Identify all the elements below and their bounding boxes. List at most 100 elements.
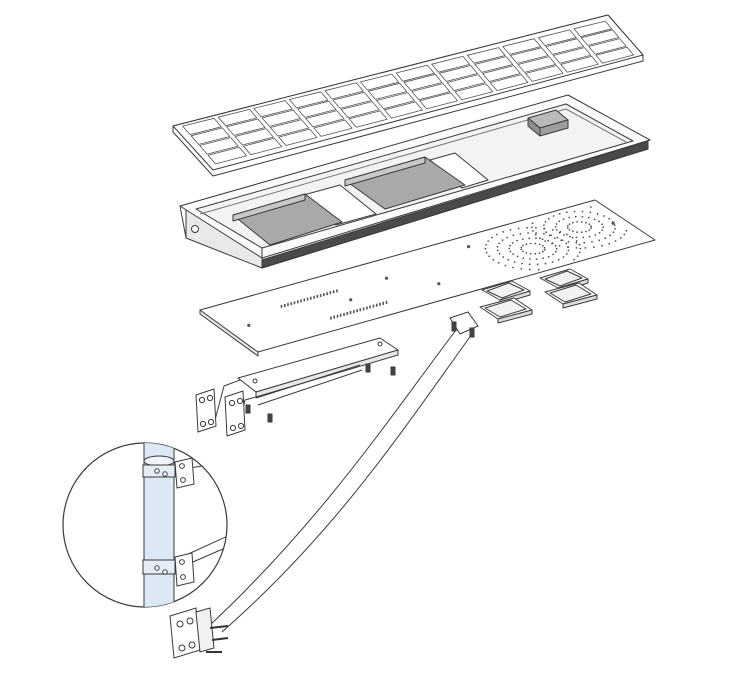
solar-cell bbox=[482, 65, 521, 82]
mounting-hole bbox=[384, 276, 389, 280]
led-hole bbox=[520, 246, 523, 249]
led-hole bbox=[558, 220, 561, 223]
led-hole bbox=[512, 234, 515, 237]
led-hole bbox=[574, 215, 577, 218]
led-hole bbox=[535, 237, 537, 240]
solar-cell bbox=[269, 119, 310, 137]
led-hole bbox=[543, 248, 546, 251]
led-hole bbox=[535, 226, 537, 229]
solar-cell bbox=[466, 47, 506, 64]
led-hole bbox=[585, 230, 587, 233]
solar-cell bbox=[226, 118, 266, 136]
clamp-bolt bbox=[186, 617, 194, 625]
led-hole bbox=[313, 295, 315, 299]
solar-cell bbox=[368, 82, 408, 100]
solar-cell bbox=[525, 65, 564, 82]
led-hole bbox=[509, 250, 512, 253]
led-hole bbox=[608, 217, 610, 220]
led-hole bbox=[485, 243, 487, 246]
led-hole bbox=[588, 235, 591, 238]
bracket-plate-edge bbox=[255, 349, 399, 398]
driver-module-lid bbox=[549, 284, 592, 303]
led-hole bbox=[573, 210, 576, 213]
led-plate-edge bbox=[199, 309, 259, 357]
led-hole bbox=[310, 296, 312, 300]
clamp-bolt bbox=[237, 422, 245, 430]
led-hole bbox=[593, 246, 595, 249]
led-hole bbox=[349, 311, 352, 314]
led-hole bbox=[581, 210, 584, 213]
solar-cell bbox=[278, 128, 318, 146]
clamp-bolt bbox=[180, 574, 186, 580]
led-hole bbox=[590, 225, 592, 228]
screw bbox=[245, 404, 251, 414]
led-hole bbox=[569, 235, 571, 238]
solar-cell bbox=[411, 83, 451, 101]
solar-cell bbox=[313, 119, 353, 137]
led-hole bbox=[594, 234, 597, 236]
solar-cell bbox=[190, 127, 231, 145]
led-hole bbox=[593, 218, 596, 221]
led-hole bbox=[509, 229, 512, 231]
led-hole bbox=[512, 266, 514, 269]
led-hole bbox=[567, 241, 570, 243]
led-hole bbox=[316, 294, 319, 298]
led-hole bbox=[541, 238, 544, 241]
solar-cell bbox=[509, 47, 549, 64]
led-hole bbox=[598, 239, 601, 242]
led-hole bbox=[584, 247, 587, 249]
led-hole bbox=[484, 247, 487, 250]
led-hole bbox=[538, 243, 541, 246]
led-driver-modules bbox=[479, 268, 598, 324]
led-hole bbox=[512, 253, 514, 256]
led-hole bbox=[346, 312, 349, 315]
led-hole bbox=[560, 239, 563, 242]
led-hole bbox=[567, 246, 569, 249]
led-hole bbox=[543, 246, 546, 249]
solar-panel-cells bbox=[182, 20, 634, 165]
housing-frame bbox=[179, 94, 651, 269]
led-hole bbox=[588, 229, 591, 232]
led-hole bbox=[516, 255, 519, 258]
led-hole bbox=[558, 231, 561, 234]
led-hole bbox=[536, 263, 539, 266]
screw bbox=[469, 327, 475, 338]
solar-cell bbox=[588, 38, 627, 55]
led-hole bbox=[625, 229, 628, 232]
led-hole bbox=[543, 232, 545, 235]
led-hole bbox=[501, 239, 504, 242]
led-hole bbox=[336, 289, 338, 293]
led-hole bbox=[612, 231, 615, 234]
led-hole bbox=[550, 234, 553, 237]
housing-inner-lip bbox=[199, 108, 627, 215]
led-hole bbox=[571, 221, 574, 224]
led-hole bbox=[362, 307, 365, 311]
led-hole bbox=[529, 268, 531, 271]
clamp-bolt bbox=[206, 394, 214, 402]
clamp-bolt bbox=[179, 559, 185, 565]
clamp-bolt bbox=[199, 420, 207, 428]
led-hole bbox=[555, 229, 558, 231]
led-hole bbox=[544, 221, 547, 223]
led-hole bbox=[543, 227, 545, 230]
led-hole bbox=[537, 268, 540, 271]
led-hole bbox=[551, 229, 554, 231]
led-hole bbox=[502, 256, 505, 258]
led-hole bbox=[496, 249, 499, 252]
driver-module-lid bbox=[486, 282, 525, 299]
led-hole bbox=[332, 290, 335, 294]
clamp-bolt bbox=[162, 569, 168, 575]
led-hole bbox=[498, 252, 501, 255]
led-hole bbox=[521, 238, 524, 241]
led-hole bbox=[529, 242, 532, 245]
led-hole bbox=[588, 216, 590, 219]
led-hole bbox=[336, 314, 339, 318]
led-hole bbox=[290, 302, 293, 306]
solar-cell bbox=[217, 109, 258, 127]
arm-inner-edge bbox=[221, 333, 473, 633]
battery-pack-edge bbox=[232, 193, 306, 222]
led-hole bbox=[555, 223, 558, 225]
driver-module-edge bbox=[562, 294, 598, 309]
led-hole bbox=[614, 240, 617, 242]
led-hole bbox=[496, 245, 499, 248]
